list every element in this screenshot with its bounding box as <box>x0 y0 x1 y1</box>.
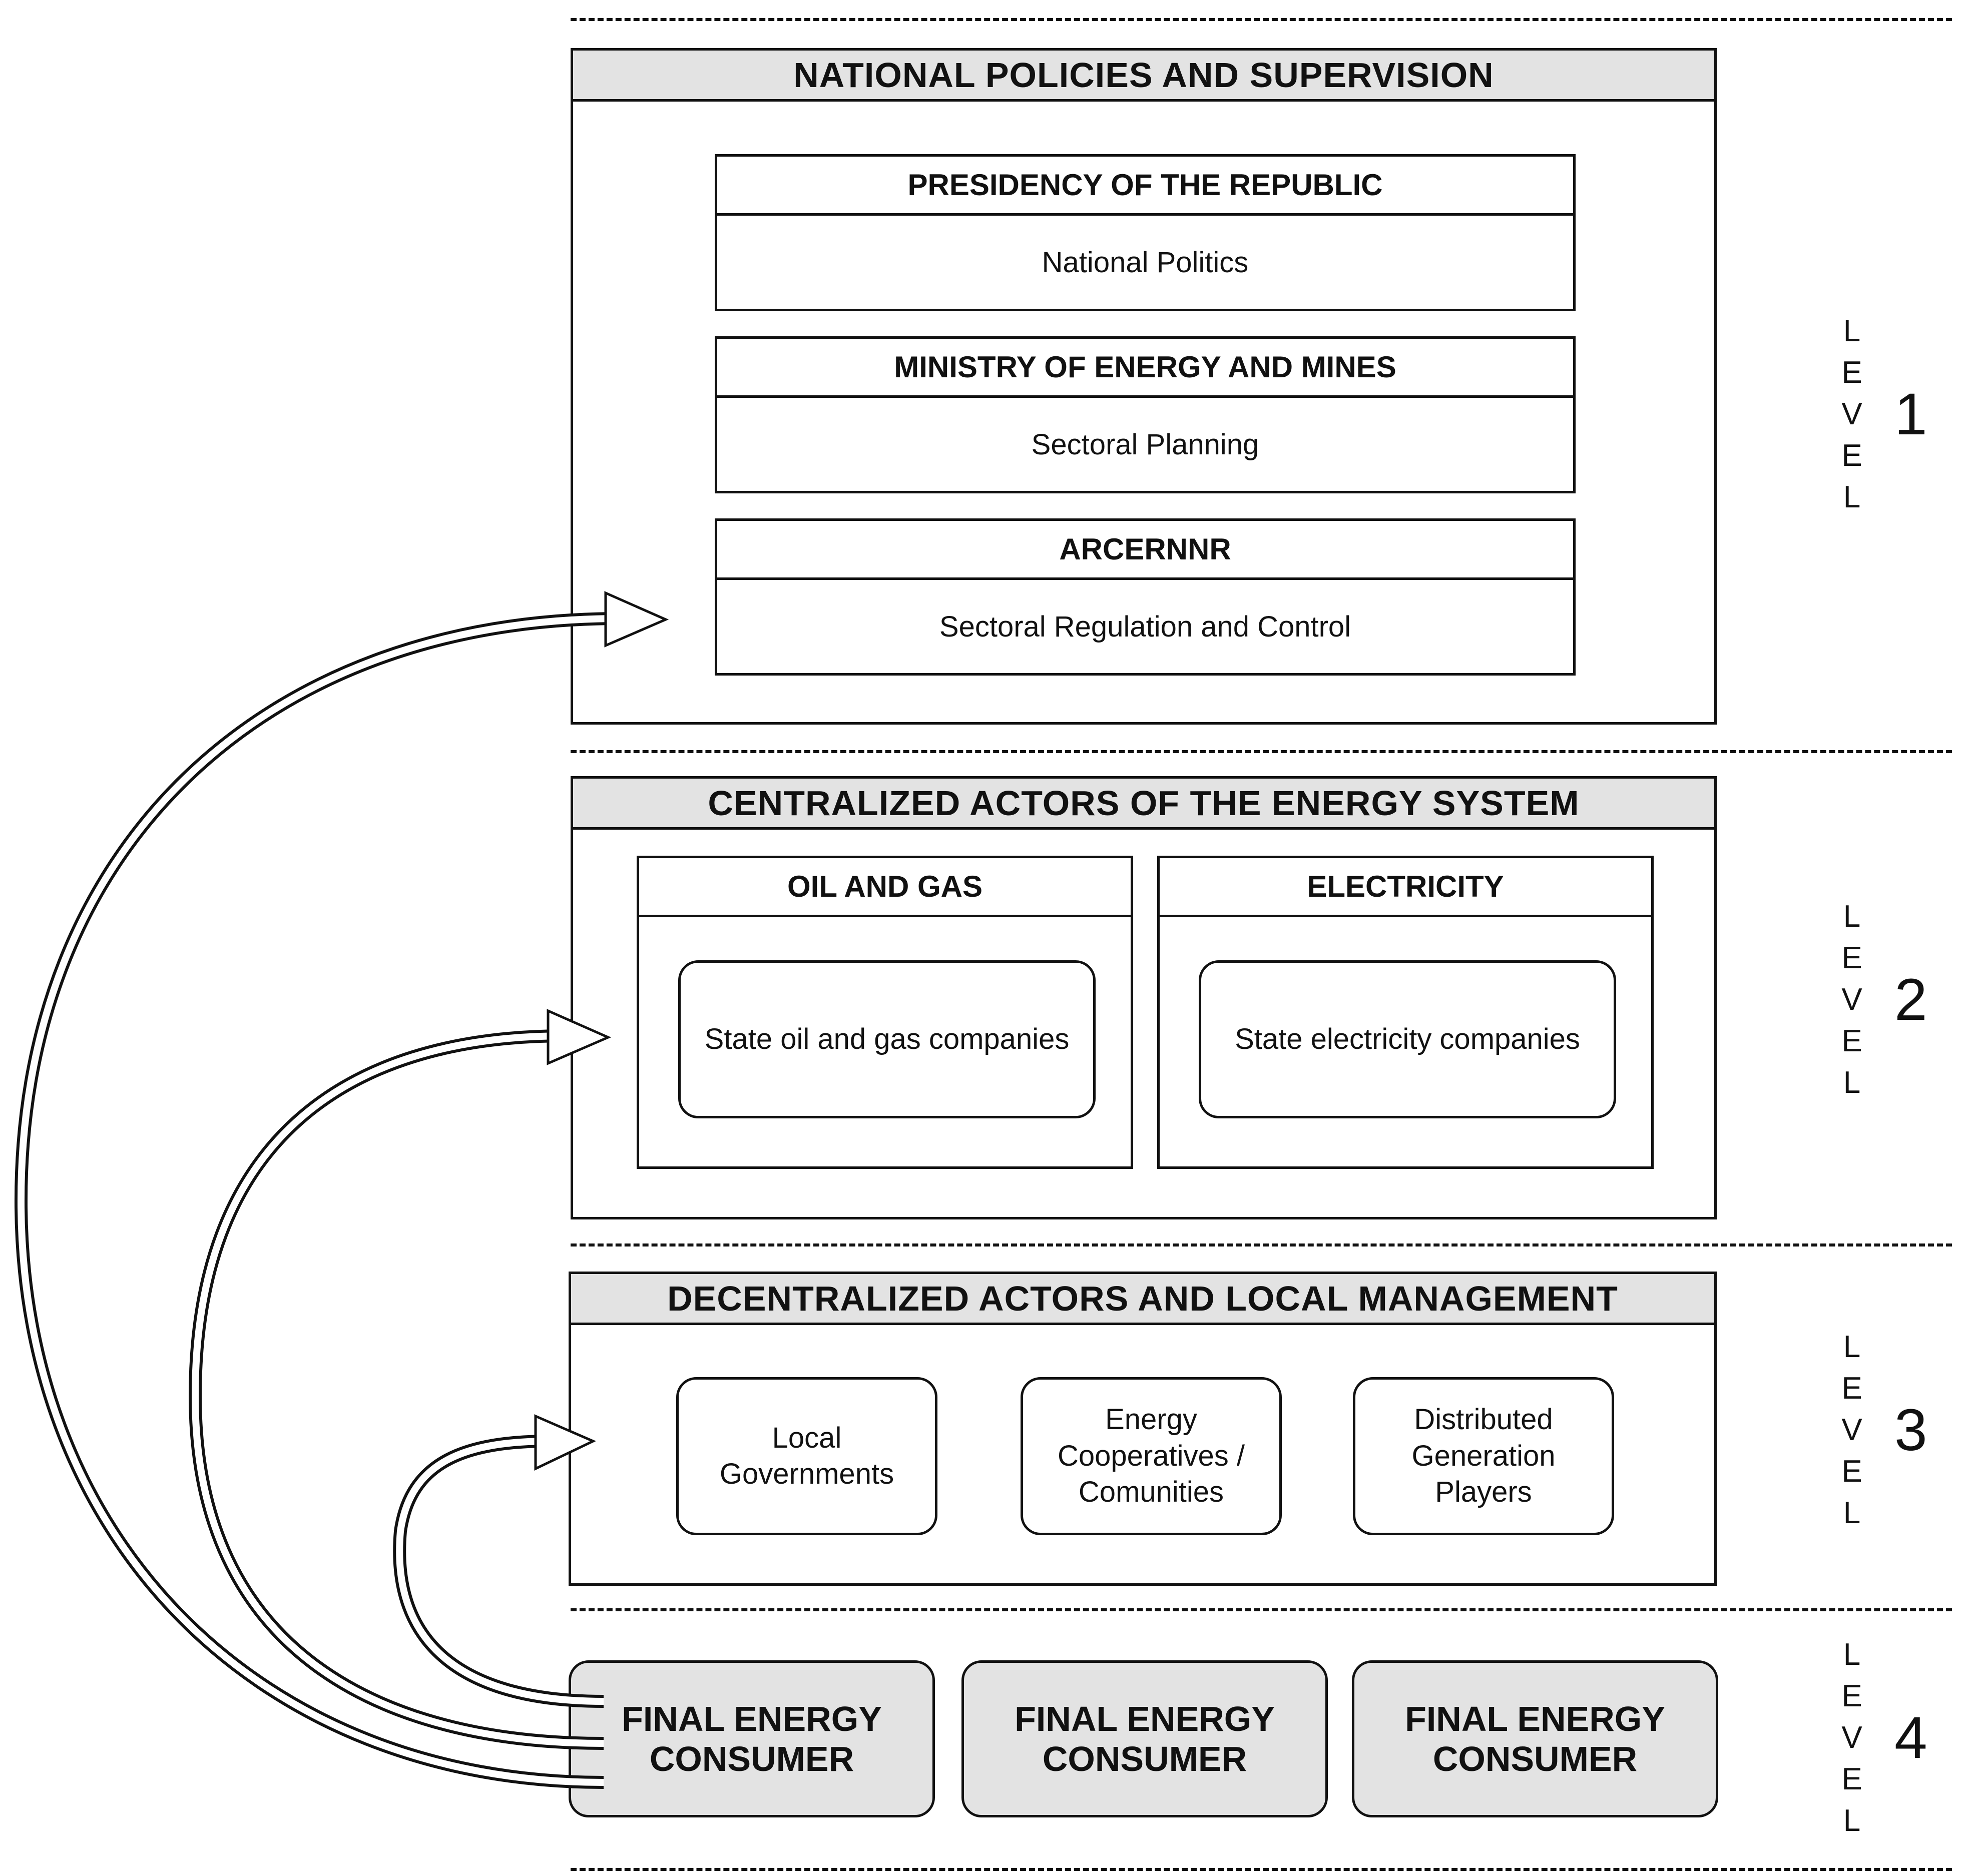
arrow-consumer-to-level1 <box>14 591 669 1789</box>
ministry-title: MINISTRY OF ENERGY AND MINES <box>717 339 1573 398</box>
electricity-title: ELECTRICITY <box>1160 858 1651 917</box>
final-energy-consumer-2: FINAL ENERGY CONSUMER <box>961 1660 1328 1817</box>
level-1-label: L E V E L 1 <box>1829 310 1970 520</box>
separator-3-4 <box>571 1608 1952 1611</box>
separator-1-2 <box>571 750 1952 753</box>
ministry-body: Sectoral Planning <box>1031 428 1259 461</box>
presidency-title: PRESIDENCY OF THE REPUBLIC <box>717 157 1573 216</box>
ministry-box: MINISTRY OF ENERGY AND MINES Sectoral Pl… <box>715 336 1576 493</box>
separator-bottom <box>571 1868 1952 1871</box>
level-number: 2 <box>1894 967 1927 1033</box>
oil-gas-box: OIL AND GAS State oil and gas companies <box>637 856 1133 1169</box>
level-word: L E V E L <box>1841 1330 1862 1530</box>
state-electricity-companies-box: State electricity companies <box>1199 960 1616 1118</box>
level-word: L E V E L <box>1841 1637 1862 1838</box>
arrow-consumer-to-level2 <box>188 1009 612 1750</box>
presidency-box: PRESIDENCY OF THE REPUBLIC National Poli… <box>715 154 1576 311</box>
decentralized-actors-panel: DECENTRALIZED ACTORS AND LOCAL MANAGEMEN… <box>569 1272 1717 1586</box>
arrow-consumer-to-level3 <box>393 1414 604 1708</box>
level-4-label: L E V E L 4 <box>1829 1634 1970 1844</box>
arcernnr-title: ARCERNNR <box>717 521 1573 580</box>
separator-top <box>571 18 1952 21</box>
centralized-actors-panel: CENTRALIZED ACTORS OF THE ENERGY SYSTEM … <box>571 776 1717 1219</box>
energy-cooperatives-box: Energy Cooperatives / Comunities <box>1021 1377 1282 1535</box>
level-word: L E V E L <box>1841 899 1862 1100</box>
level-number: 4 <box>1894 1705 1927 1771</box>
distributed-generation-box: Distributed Generation Players <box>1353 1377 1614 1535</box>
national-policies-panel: NATIONAL POLICIES AND SUPERVISION PRESID… <box>571 48 1717 725</box>
state-oil-gas-companies-box: State oil and gas companies <box>678 960 1096 1118</box>
local-governments-box: Local Governments <box>676 1377 937 1535</box>
electricity-box: ELECTRICITY State electricity companies <box>1157 856 1654 1169</box>
level-number: 1 <box>1894 381 1927 447</box>
presidency-body: National Politics <box>1042 246 1249 279</box>
oil-gas-title: OIL AND GAS <box>639 858 1131 917</box>
national-policies-title: NATIONAL POLICIES AND SUPERVISION <box>573 51 1714 102</box>
decentralized-actors-title: DECENTRALIZED ACTORS AND LOCAL MANAGEMEN… <box>571 1274 1714 1325</box>
separator-2-3 <box>571 1243 1952 1246</box>
arcernnr-box: ARCERNNR Sectoral Regulation and Control <box>715 518 1576 676</box>
arcernnr-body: Sectoral Regulation and Control <box>939 610 1351 643</box>
final-energy-consumer-3: FINAL ENERGY CONSUMER <box>1352 1660 1718 1817</box>
level-number: 3 <box>1894 1397 1927 1463</box>
centralized-actors-title: CENTRALIZED ACTORS OF THE ENERGY SYSTEM <box>573 779 1714 830</box>
level-2-label: L E V E L 2 <box>1829 896 1970 1106</box>
level-3-label: L E V E L 3 <box>1829 1326 1970 1536</box>
level-word: L E V E L <box>1841 314 1862 514</box>
